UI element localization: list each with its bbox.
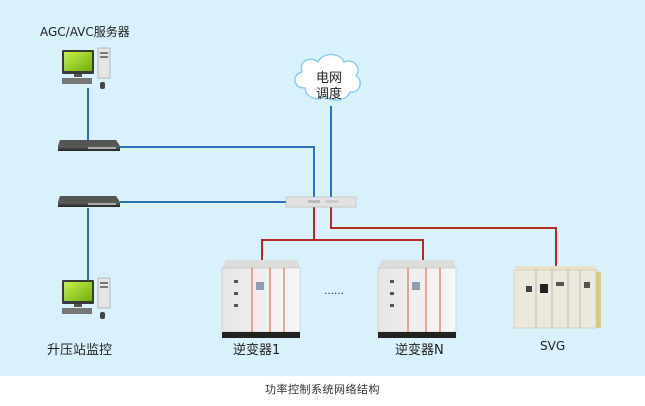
- ellipsis-label: ……: [324, 286, 344, 297]
- svg-label: SVG: [540, 339, 566, 353]
- switch-top-icon: [58, 140, 120, 151]
- agc-server-computer-icon: [62, 47, 111, 89]
- inverter-1-cabinet-icon: [221, 260, 301, 338]
- switch-bottom-icon: [58, 196, 120, 207]
- diagram-panel: AGC/AVC服务器 电网 调度 升压站监控 逆变器1 …… 逆变器N SVG: [0, 0, 645, 376]
- link-central-to-svg: [330, 207, 557, 268]
- link-central-to-inverters: [261, 207, 424, 262]
- grid-dispatch-label-line1: 电网: [316, 71, 343, 86]
- svg-cabinet-icon: [513, 266, 601, 329]
- network-links: [87, 88, 332, 290]
- control-links: [261, 207, 557, 268]
- substation-monitor-computer-icon: [62, 277, 111, 319]
- network-diagram: [58, 47, 601, 338]
- inverter-n-label: 逆变器N: [395, 343, 444, 358]
- central-device-icon: [285, 196, 357, 208]
- figure-caption: 功率控制系统网络结构: [265, 383, 380, 396]
- grid-dispatch-label-line2: 调度: [316, 87, 343, 102]
- link-switch-top-to-central: [120, 146, 315, 198]
- inverter-1-label: 逆变器1: [233, 343, 281, 358]
- substation-monitor-label: 升压站监控: [47, 343, 113, 358]
- inverter-n-cabinet-icon: [377, 260, 457, 338]
- agc-server-label: AGC/AVC服务器: [40, 25, 130, 39]
- cloud-icon: [294, 53, 361, 101]
